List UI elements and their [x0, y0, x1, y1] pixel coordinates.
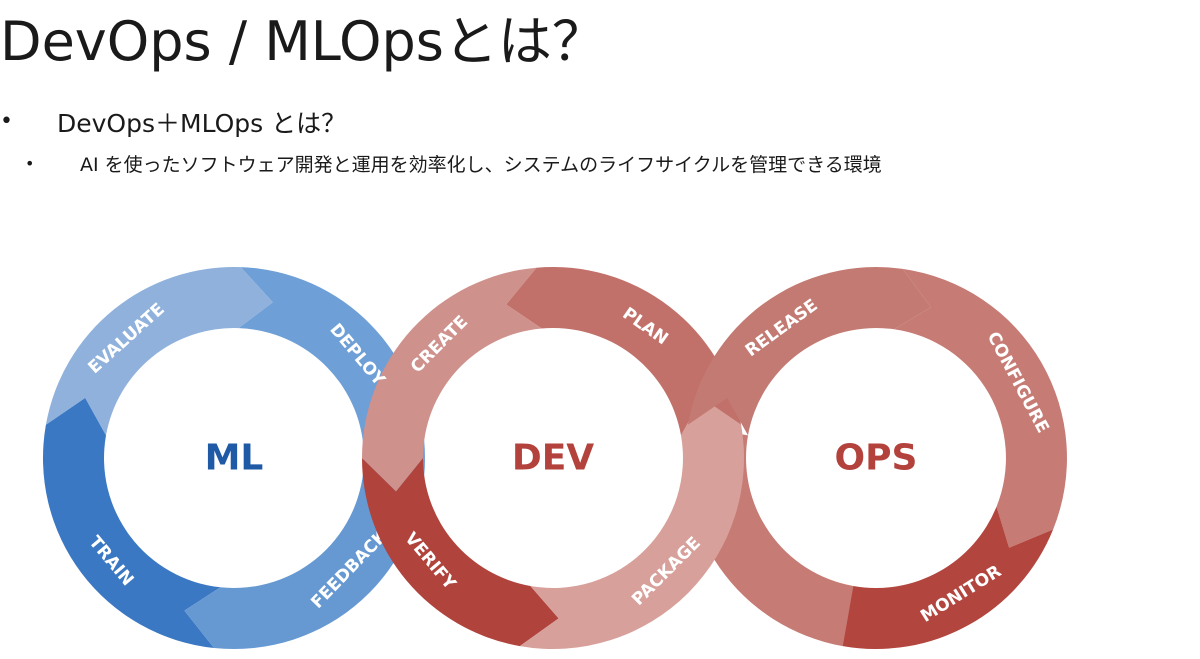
ops-stage-configure — [894, 268, 1067, 548]
dev-stage-create — [362, 267, 542, 492]
dev-stage-verify — [362, 458, 559, 647]
dev-stage-plan — [506, 266, 742, 436]
bullet-marker: • — [0, 109, 13, 134]
bullet-text: DevOps＋MLOps とは？ — [57, 109, 347, 138]
bullet-marker: • — [25, 154, 35, 173]
dev-center-label: DEV — [512, 438, 594, 479]
dev-stage-package — [519, 397, 745, 650]
ops-center-label: OPS — [835, 438, 918, 479]
bullet-text: AI を使ったソフトウェア開発と運用を効率化し、システムのライフサイクルを管理で… — [80, 154, 882, 176]
ml-stage-evaluate — [45, 266, 273, 436]
ops-stage-release — [687, 267, 931, 436]
ml-stage-train — [42, 397, 221, 648]
slide-title: DevOps / MLOpsとは？ — [0, 10, 606, 73]
ml-stage-feedback — [184, 458, 425, 650]
ml-center-label: ML — [205, 438, 264, 479]
devops-mlops-diagram: CONFIGURE MONITOR OPS EVALUATE FEEDBACK … — [42, 266, 1067, 650]
dev-cycle: CREATE PLAN PACKAGE VERIFY DEV — [362, 266, 745, 650]
ops-stage-monitor — [815, 506, 1054, 650]
